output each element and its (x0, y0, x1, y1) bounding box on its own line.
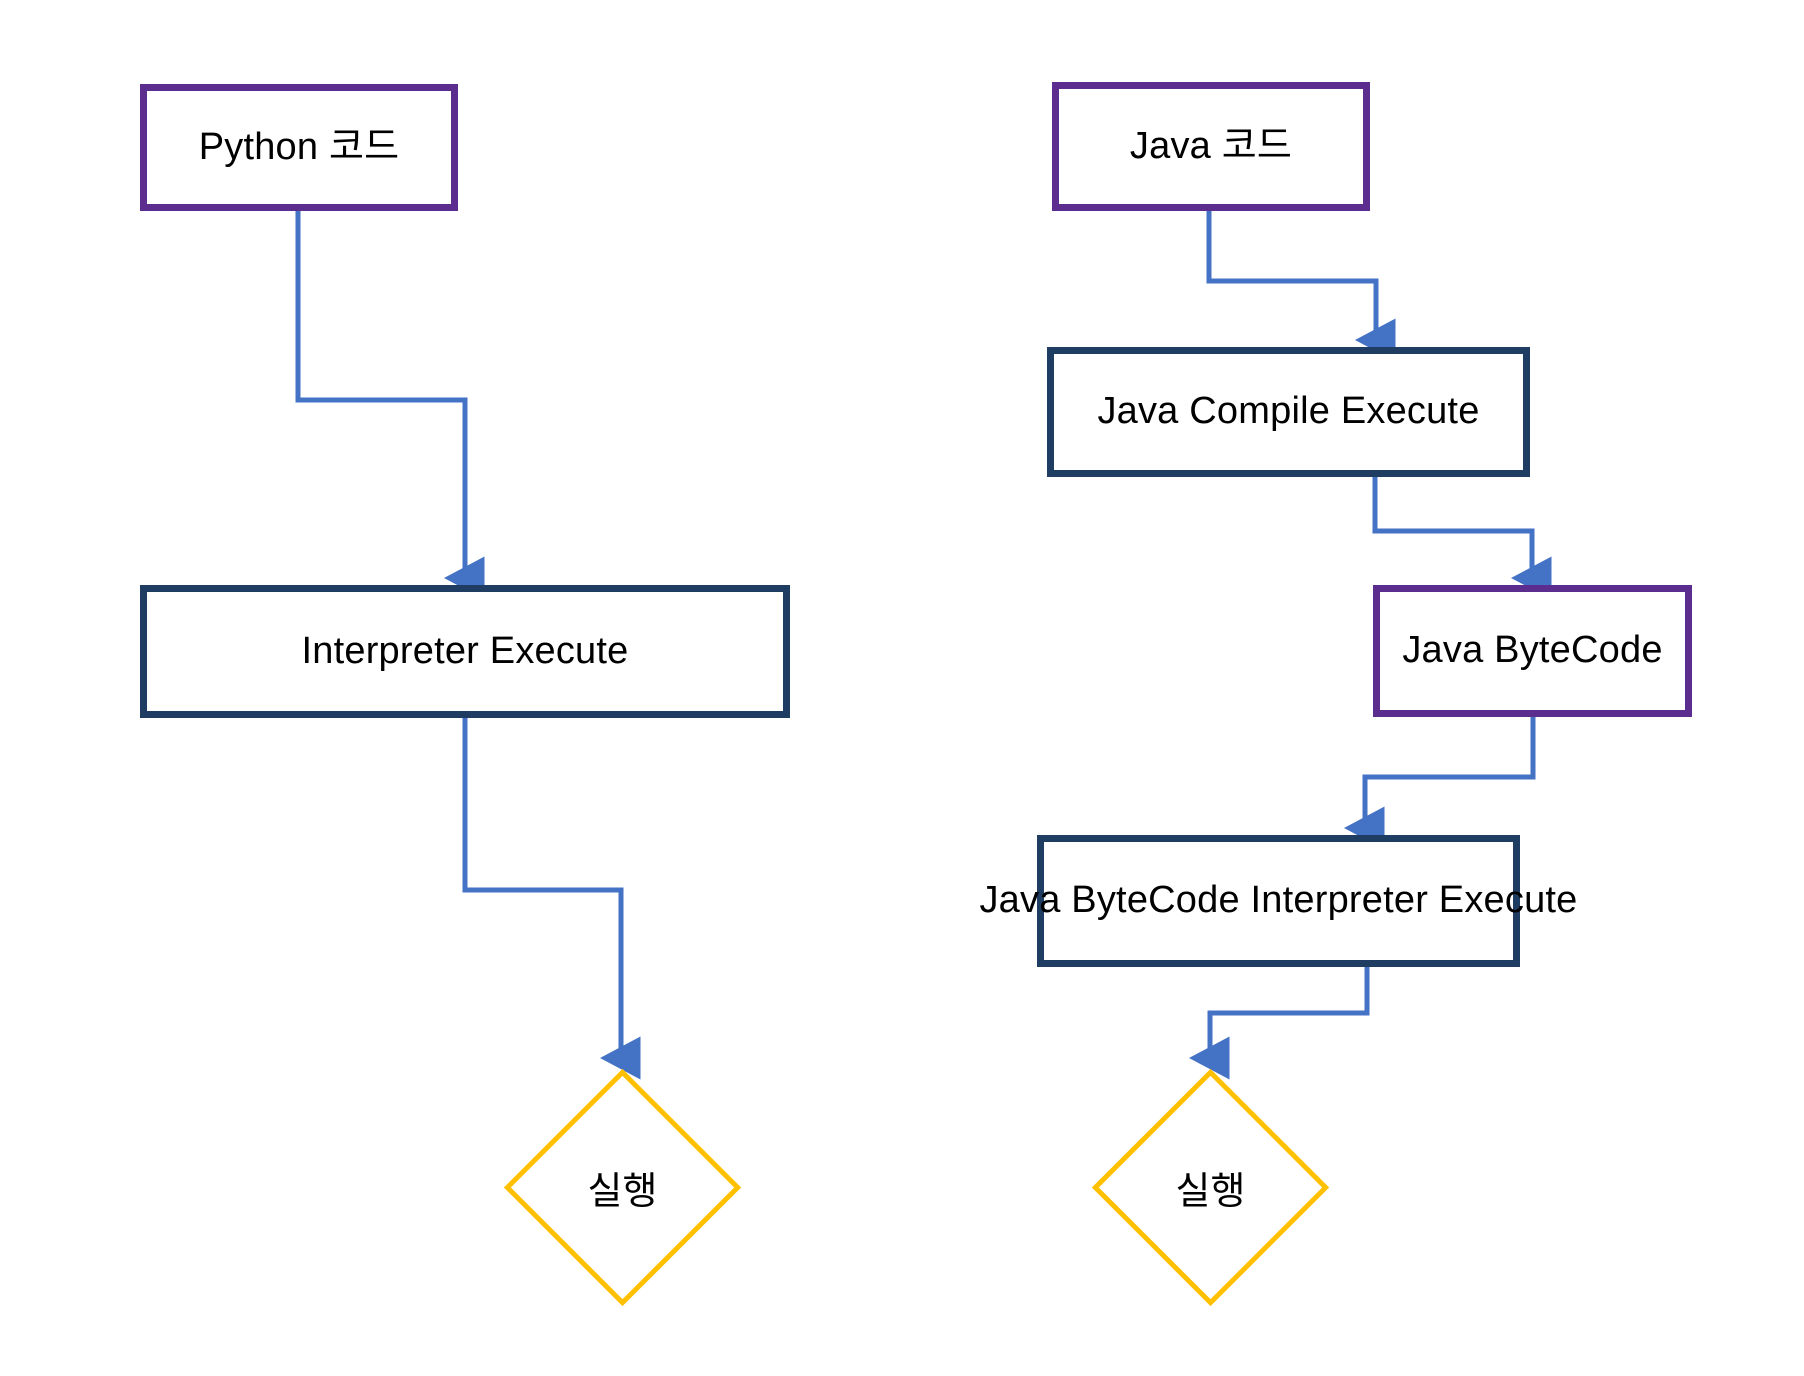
connector-java-code-to-java-compile-execute (1206, 211, 1396, 362)
node-java-bytecode[interactable]: Java ByteCode (1373, 585, 1692, 717)
diamond-shape (1088, 1065, 1333, 1310)
node-label: Java ByteCode Interpreter Execute (979, 879, 1578, 922)
node-interpreter-execute[interactable]: Interpreter Execute (140, 585, 790, 718)
diamond-shape (500, 1065, 745, 1310)
node-label: 실행 (1175, 1171, 1246, 1213)
node-label: Python 코드 (198, 125, 400, 168)
node-java-bytecode-interpreter-execute[interactable]: Java ByteCode Interpreter Execute (979, 835, 1577, 967)
node-label: Interpreter Execute (301, 629, 629, 672)
connector-python-code-to-interpreter-execute (295, 211, 485, 600)
node-python-code[interactable]: Python 코드 (140, 84, 458, 211)
connector-interpreter-execute-to-python-run (462, 718, 641, 1080)
node-java-compile-execute[interactable]: Java Compile Execute (1047, 347, 1530, 477)
connector-java-bytecode-interpreter-execute-to-java-run (1188, 967, 1370, 1080)
node-label: Java 코드 (1129, 124, 1293, 167)
node-label: Java ByteCode (1402, 629, 1663, 672)
node-label: 실행 (587, 1171, 658, 1213)
connector-java-bytecode-to-java-bytecode-interpreter-execute (1343, 717, 1536, 850)
node-java-run[interactable]: 실행 (1088, 1065, 1333, 1310)
node-python-run[interactable]: 실행 (500, 1065, 745, 1310)
node-label: Java Compile Execute (1097, 390, 1480, 433)
node-java-code[interactable]: Java 코드 (1052, 82, 1370, 211)
connector-java-compile-execute-to-java-bytecode (1372, 477, 1552, 600)
